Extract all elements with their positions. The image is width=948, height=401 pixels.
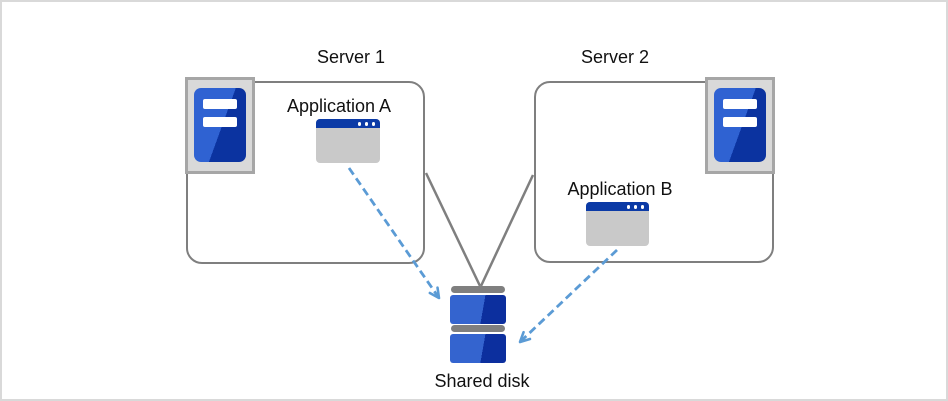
server2-title: Server 2 — [580, 47, 650, 67]
app-window-titlebar — [586, 202, 649, 211]
server-tower-body — [714, 88, 766, 162]
server1-title: Server 1 — [316, 47, 386, 67]
server-slot — [723, 99, 757, 109]
app-window-titlebar — [316, 119, 380, 128]
app-window-icon — [586, 202, 649, 246]
server-tower-body — [194, 88, 246, 162]
disk-stack-icon — [450, 286, 506, 364]
application-a-label: Application A — [286, 96, 392, 116]
app-window-dots — [626, 205, 644, 209]
disk-middle-bar — [451, 325, 505, 332]
server-tower-icon — [705, 77, 775, 174]
app-window-icon — [316, 119, 380, 163]
server-slot — [203, 117, 237, 127]
application-b-label: Application B — [567, 179, 673, 199]
shared-disk-label: Shared disk — [434, 371, 530, 391]
server-tower-icon — [185, 77, 255, 174]
disk-platter — [450, 294, 506, 324]
server-slot — [723, 117, 757, 127]
application-b-to-disk-arrow — [518, 248, 618, 344]
disk-top-bar — [451, 286, 505, 293]
server-slot — [203, 99, 237, 109]
server1-to-disk-line — [424, 172, 482, 287]
app-window-dots — [357, 122, 375, 126]
disk-platter — [450, 333, 506, 363]
